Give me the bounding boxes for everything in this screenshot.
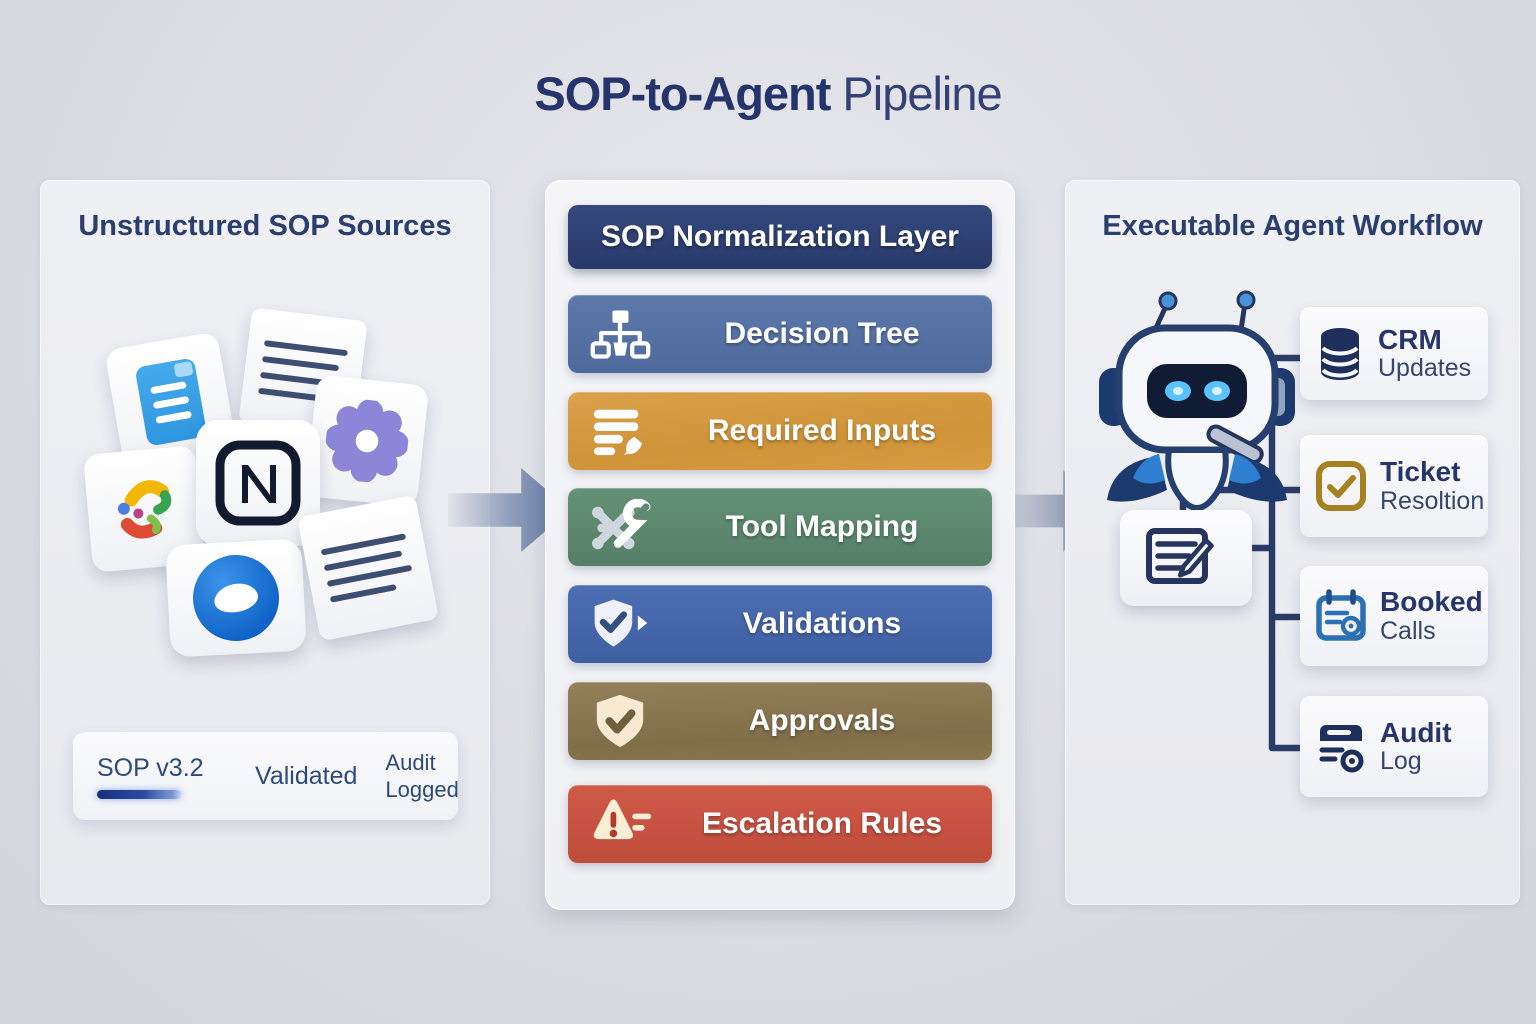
output-label: Audit Log xyxy=(1380,716,1452,776)
sop-version-badge: SOP v3.2 xyxy=(73,754,241,799)
output-card-crm: CRM Updates xyxy=(1300,307,1488,400)
row-required-inputs: Required Inputs xyxy=(568,392,992,470)
document-pencil-card xyxy=(1120,510,1252,606)
crossed-tools-icon xyxy=(568,499,672,555)
left-panel-title: Unstructured SOP Sources xyxy=(78,210,452,242)
output-label: Ticket Resoltion xyxy=(1380,456,1485,515)
output-label: CRM Updates xyxy=(1378,323,1472,383)
row-label: Validations xyxy=(742,607,902,640)
shield-check-icon xyxy=(568,596,672,652)
output-card-ticket: Ticket Resoltion xyxy=(1300,435,1488,537)
document-pencil-icon xyxy=(1146,528,1214,584)
page-title-bold: SOP-to-Agent xyxy=(534,67,831,120)
audit-logged-line2: Logged xyxy=(385,776,459,802)
purple-flower-glyph xyxy=(325,399,409,483)
warning-icon xyxy=(568,796,672,852)
blue-chat-glyph xyxy=(190,552,282,644)
google-swirl-icon xyxy=(83,445,205,573)
row-label: Escalation Rules xyxy=(701,807,943,840)
validated-badge: Validated xyxy=(241,762,371,791)
output-card-booked-calls: Booked Calls xyxy=(1300,566,1488,666)
row-validations: Validations xyxy=(568,585,992,663)
page-title-regular: Pipeline xyxy=(842,67,1002,120)
row-label: Tool Mapping xyxy=(725,510,919,543)
multicolor-swirl-glyph xyxy=(117,480,172,539)
row-label: Approvals xyxy=(748,704,896,737)
text-page-icon-2 xyxy=(297,494,439,642)
flowchart-icon xyxy=(568,307,672,361)
agent-workflow-panel: Executable Agent Workflow xyxy=(1065,180,1520,905)
normalization-header: SOP Normalization Layer xyxy=(568,205,992,269)
row-label: Required Inputs xyxy=(707,414,937,447)
calendar-icon xyxy=(1316,589,1366,641)
version-progress-bar xyxy=(97,789,181,799)
flower-app-icon xyxy=(304,374,430,508)
audit-logged-badge: Audit Logged xyxy=(371,750,472,802)
row-tool-mapping: Tool Mapping xyxy=(568,488,992,566)
checkbox-icon xyxy=(1316,461,1366,511)
sop-version-label: SOP v3.2 xyxy=(97,753,204,782)
output-label: Booked Calls xyxy=(1380,586,1483,645)
normalization-panel: SOP Normalization Layer Decision Tree xyxy=(545,180,1015,910)
right-panel-title: Executable Agent Workflow xyxy=(1102,210,1483,242)
robot-agent-icon xyxy=(1099,290,1295,512)
output-card-audit-log: Audit Log xyxy=(1300,696,1488,797)
validated-label: Validated xyxy=(255,761,358,790)
row-decision-tree: Decision Tree xyxy=(568,295,992,373)
row-escalation-rules: Escalation Rules xyxy=(568,785,992,863)
row-approvals: Approvals xyxy=(568,682,992,760)
audit-logged-line1: Audit xyxy=(385,750,436,776)
status-badge-bar: SOP v3.2 Validated Audit Logged xyxy=(73,732,459,820)
unstructured-sources-panel: Unstructured SOP Sources xyxy=(40,180,490,905)
document-pen-icon xyxy=(568,404,672,458)
notion-n-glyph xyxy=(215,440,301,526)
audit-doc-icon xyxy=(1319,724,1364,772)
page-lines xyxy=(320,533,415,603)
database-icon xyxy=(1321,327,1359,380)
row-label: Decision Tree xyxy=(724,317,920,350)
shield-approve-icon xyxy=(568,693,672,749)
chat-app-icon xyxy=(165,538,307,658)
